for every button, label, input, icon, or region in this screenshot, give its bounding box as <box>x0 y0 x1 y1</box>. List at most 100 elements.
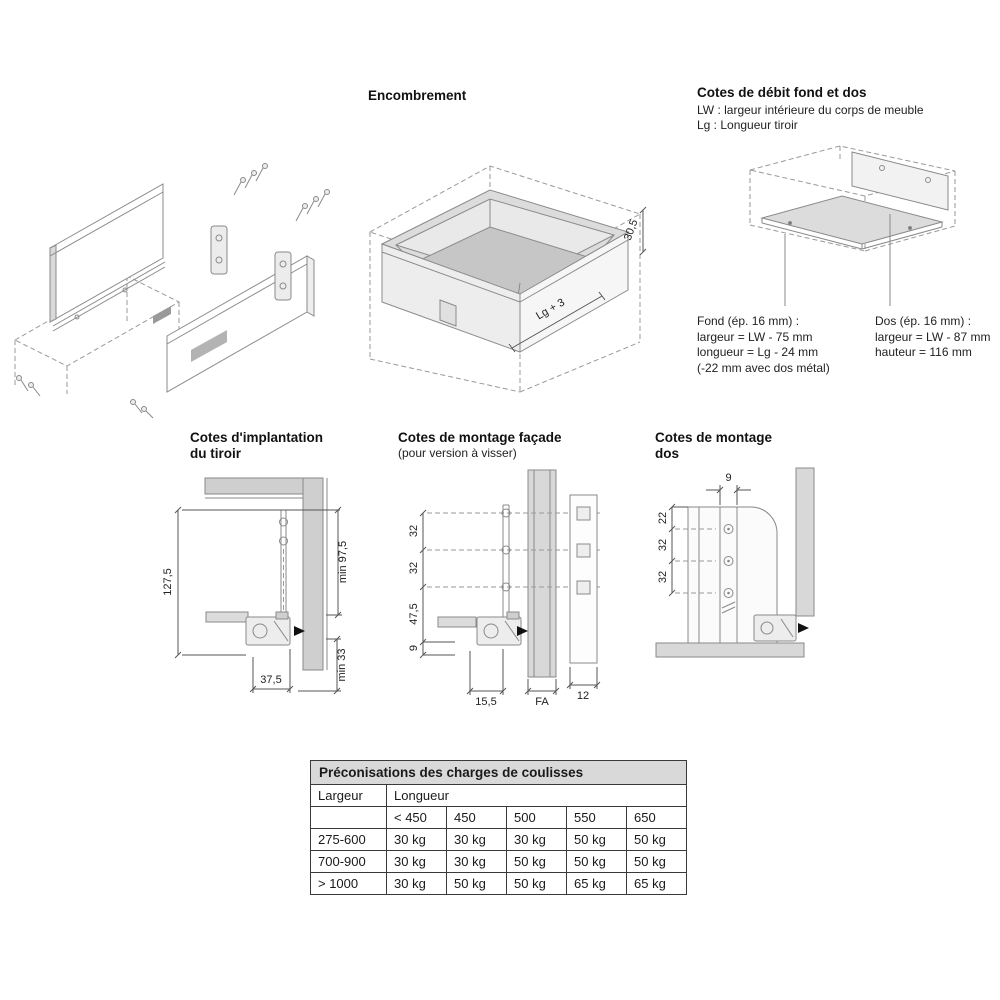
fond-note-line1: Fond (ép. 16 mm) : <box>697 314 800 328</box>
cabinet-and-slide <box>655 467 815 658</box>
dim-32-a: 32 <box>657 539 669 551</box>
implantation-title-line2: du tiroir <box>190 446 241 461</box>
debit-legend-lg: Lg : Longueur tiroir <box>697 118 798 132</box>
header-longueur: Longueur <box>386 784 687 807</box>
dos-note-line1: Dos (ép. 16 mm) : <box>875 314 972 328</box>
dim-22: 22 <box>657 512 669 524</box>
implantation-dimensions: 127,5 min 97,5 37,5 min 33 <box>162 506 349 695</box>
facade-title-line2: (pour version à visser) <box>398 446 517 460</box>
cell: 30 kg <box>386 872 447 895</box>
drawer-front-panel <box>166 255 315 393</box>
row-largeur: 275-600 <box>310 828 387 851</box>
table-row: 700-900 30 kg 30 kg 50 kg 50 kg 50 kg <box>310 850 687 873</box>
mounting-brackets <box>210 225 292 301</box>
facade-panel <box>527 469 557 678</box>
dim-min-97-5: min 97,5 <box>337 541 349 583</box>
cell: 50 kg <box>626 828 687 851</box>
facade-dimensions: 32 32 47,5 9 15,5 FA 12 <box>408 509 601 708</box>
pointer-arrow-icon <box>517 626 528 636</box>
facade-title: Cotes de montage façade (pour version à … <box>398 430 562 461</box>
dos-note-line3: hauteur = 116 mm <box>875 345 972 359</box>
cell: 50 kg <box>506 872 567 895</box>
montage-dos-title-line2: dos <box>655 446 680 461</box>
pointer-arrow-icon <box>798 623 809 633</box>
length-col-5: 650 <box>626 806 687 829</box>
length-col-3: 500 <box>506 806 567 829</box>
dim-32-a: 32 <box>408 525 420 537</box>
row-largeur: 700-900 <box>310 850 387 873</box>
cell: 50 kg <box>566 828 627 851</box>
cell: 50 kg <box>566 850 627 873</box>
cell: 50 kg <box>626 850 687 873</box>
header-largeur: Largeur <box>310 784 387 807</box>
cell: 30 kg <box>386 850 447 873</box>
dos-note: Dos (ép. 16 mm) : largeur = LW - 87 mm h… <box>875 314 1000 361</box>
table-title: Préconisations des charges de coulisses <box>310 760 687 785</box>
cell: 65 kg <box>626 872 687 895</box>
cell: 50 kg <box>446 872 507 895</box>
row-largeur: > 1000 <box>310 872 387 895</box>
fond-panel <box>760 195 944 250</box>
dim-min-33: min 33 <box>336 648 348 681</box>
debit-drawing <box>749 145 956 306</box>
dos-note-line2: largeur = LW - 87 mm <box>875 329 991 344</box>
table-row: 275-600 30 kg 30 kg 30 kg 50 kg 50 kg <box>310 828 687 851</box>
dos-panel <box>687 506 778 643</box>
cell: 30 kg <box>386 828 447 851</box>
encombrement-title: Encombrement <box>368 88 467 103</box>
cell: 30 kg <box>446 828 507 851</box>
length-col-2: 450 <box>446 806 507 829</box>
dim-37-5: 37,5 <box>260 674 281 686</box>
implantation-drawing: 127,5 min 97,5 37,5 min 33 <box>162 477 349 695</box>
dim-12: 12 <box>577 690 589 702</box>
empty-cell <box>310 806 387 829</box>
drawer-profile <box>205 509 305 646</box>
dim-32-b: 32 <box>408 562 420 574</box>
fond-note-line3: longueur = Lg - 24 mm <box>697 345 819 359</box>
drawer-side-panel <box>49 183 171 332</box>
montage-dos-drawing: 9 22 32 32 <box>655 467 815 658</box>
table-header-row: Largeur Longueur <box>310 784 687 807</box>
length-col-4: 550 <box>566 806 627 829</box>
implantation-title: Cotes d'implantation du tiroir <box>190 430 323 462</box>
fond-note-line4: (-22 mm avec dos métal) <box>697 360 830 375</box>
fond-note: Fond (ép. 16 mm) : largeur = LW - 75 mm … <box>697 314 872 376</box>
drilling-strip <box>569 494 598 664</box>
table-title-row: Préconisations des charges de coulisses <box>310 760 687 785</box>
load-table: Préconisations des charges de coulisses … <box>310 760 687 895</box>
facade-title-line1: Cotes de montage façade <box>398 430 562 445</box>
dim-32-b: 32 <box>657 571 669 583</box>
cell: 30 kg <box>506 828 567 851</box>
dim-9: 9 <box>408 645 420 651</box>
table-row: > 1000 30 kg 50 kg 50 kg 65 kg 65 kg <box>310 872 687 895</box>
encombrement-drawing: 30,5 Lg + 3 <box>368 165 647 393</box>
dim-30-5: 30,5 <box>622 218 641 242</box>
dim-47-5: 47,5 <box>408 603 420 624</box>
dim-127-5: 127,5 <box>162 568 174 596</box>
exploded-drawer-drawing <box>13 163 330 419</box>
leader-lines <box>784 214 891 306</box>
fond-note-line2: largeur = LW - 75 mm <box>697 329 813 344</box>
dim-top-9: 9 <box>725 472 731 484</box>
screws <box>16 163 330 419</box>
dim-fa: FA <box>535 696 549 708</box>
debit-legend-lw: LW : largeur intérieure du corps de meub… <box>697 103 924 117</box>
implantation-title-line1: Cotes d'implantation <box>190 430 323 445</box>
break-mark <box>721 601 736 609</box>
cell: 65 kg <box>566 872 627 895</box>
facade-drawing: 32 32 47,5 9 15,5 FA 12 <box>408 469 601 708</box>
table-subheader-row: < 450 450 500 550 650 <box>310 806 687 829</box>
dim-15-5: 15,5 <box>475 696 496 708</box>
pointer-arrow-icon <box>294 626 305 636</box>
drawer-body <box>380 189 630 353</box>
cabinet-parts <box>204 477 328 671</box>
montage-dos-dimensions: 9 22 32 32 <box>657 472 751 597</box>
drawer-profile <box>437 504 528 646</box>
cell: 50 kg <box>506 850 567 873</box>
montage-dos-title-line1: Cotes de montage <box>655 430 773 445</box>
montage-dos-title: Cotes de montage dos <box>655 430 772 462</box>
cell: 30 kg <box>446 850 507 873</box>
length-col-1: < 450 <box>386 806 447 829</box>
dos-panel <box>851 151 949 211</box>
debit-title: Cotes de débit fond et dos <box>697 85 867 100</box>
